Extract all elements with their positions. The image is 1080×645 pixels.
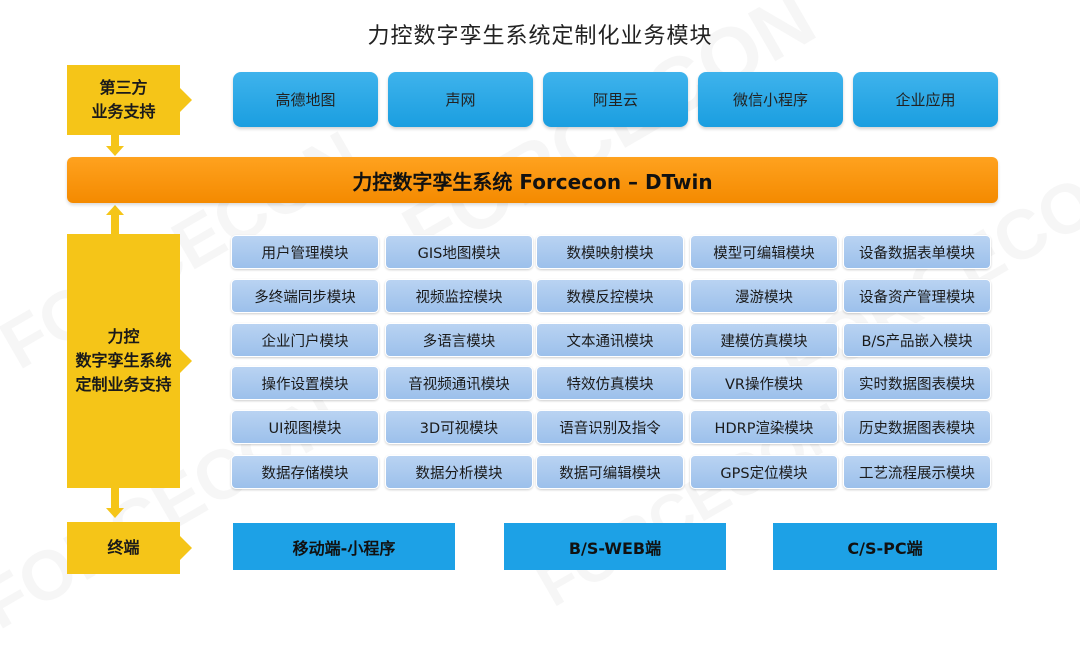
system-banner: 力控数字孪生系统 Forcecon – DTwin <box>67 157 998 203</box>
module-item[interactable]: 3D可视模块 <box>385 410 533 444</box>
page-title: 力控数字孪生系统定制化业务模块 <box>367 24 713 49</box>
terminal-mobile[interactable]: 移动端-小程序 <box>233 523 455 570</box>
module-item[interactable]: 音视频通讯模块 <box>385 366 533 400</box>
module-item[interactable]: HDRP渲染模块 <box>690 410 838 444</box>
module-item[interactable]: 语音识别及指令 <box>536 410 684 444</box>
side-third-party-line1: 第三方 <box>99 78 148 97</box>
module-item[interactable]: 数据可编辑模块 <box>536 455 684 489</box>
arrow-up-icon <box>106 205 124 215</box>
connector-bottom <box>111 488 119 510</box>
module-item[interactable]: 视频监控模块 <box>385 279 533 313</box>
module-item[interactable]: 实时数据图表模块 <box>843 366 991 400</box>
chevron-right-icon <box>180 88 192 112</box>
third-party-aliyun[interactable]: 阿里云 <box>543 72 688 127</box>
terminal-cs-pc[interactable]: C/S-PC端 <box>773 523 997 570</box>
module-item[interactable]: 多终端同步模块 <box>231 279 379 313</box>
chevron-right-icon <box>180 349 192 373</box>
module-item[interactable]: 文本通讯模块 <box>536 323 684 357</box>
module-item[interactable]: 数模映射模块 <box>536 235 684 269</box>
connector-middle <box>111 214 119 234</box>
side-terminal: 终端 <box>67 522 180 574</box>
module-item[interactable]: GPS定位模块 <box>690 455 838 489</box>
arrow-down-icon <box>106 508 124 518</box>
terminal-bs-web[interactable]: B/S-WEB端 <box>504 523 726 570</box>
side-custom-line2: 数字孪生系统 <box>75 351 172 370</box>
side-third-party-line2: 业务支持 <box>91 102 156 121</box>
third-party-wechat-miniprogram[interactable]: 微信小程序 <box>698 72 843 127</box>
module-item[interactable]: 建模仿真模块 <box>690 323 838 357</box>
module-item[interactable]: 企业门户模块 <box>231 323 379 357</box>
module-item[interactable]: 多语言模块 <box>385 323 533 357</box>
module-item[interactable]: UI视图模块 <box>231 410 379 444</box>
third-party-agora[interactable]: 声网 <box>388 72 533 127</box>
module-item[interactable]: 设备数据表单模块 <box>843 235 991 269</box>
side-custom-line3: 定制业务支持 <box>75 375 172 394</box>
module-item[interactable]: 历史数据图表模块 <box>843 410 991 444</box>
side-custom-line1: 力控 <box>107 327 140 346</box>
module-item[interactable]: B/S产品嵌入模块 <box>843 323 991 357</box>
third-party-amap[interactable]: 高德地图 <box>233 72 378 127</box>
module-item[interactable]: 数模反控模块 <box>536 279 684 313</box>
module-item[interactable]: 数据分析模块 <box>385 455 533 489</box>
side-third-party: 第三方 业务支持 <box>67 65 180 135</box>
module-item[interactable]: 漫游模块 <box>690 279 838 313</box>
chevron-right-icon <box>180 536 192 560</box>
module-item[interactable]: 数据存储模块 <box>231 455 379 489</box>
side-terminal-label: 终端 <box>107 538 140 557</box>
module-item[interactable]: 设备资产管理模块 <box>843 279 991 313</box>
third-party-enterprise-app[interactable]: 企业应用 <box>853 72 998 127</box>
module-item[interactable]: 模型可编辑模块 <box>690 235 838 269</box>
module-item[interactable]: 特效仿真模块 <box>536 366 684 400</box>
connector-top <box>111 134 119 148</box>
side-custom-support: 力控 数字孪生系统 定制业务支持 <box>67 234 180 488</box>
module-item[interactable]: 工艺流程展示模块 <box>843 455 991 489</box>
module-item[interactable]: VR操作模块 <box>690 366 838 400</box>
module-item[interactable]: 用户管理模块 <box>231 235 379 269</box>
arrow-down-icon <box>106 146 124 156</box>
module-item[interactable]: GIS地图模块 <box>385 235 533 269</box>
module-item[interactable]: 操作设置模块 <box>231 366 379 400</box>
